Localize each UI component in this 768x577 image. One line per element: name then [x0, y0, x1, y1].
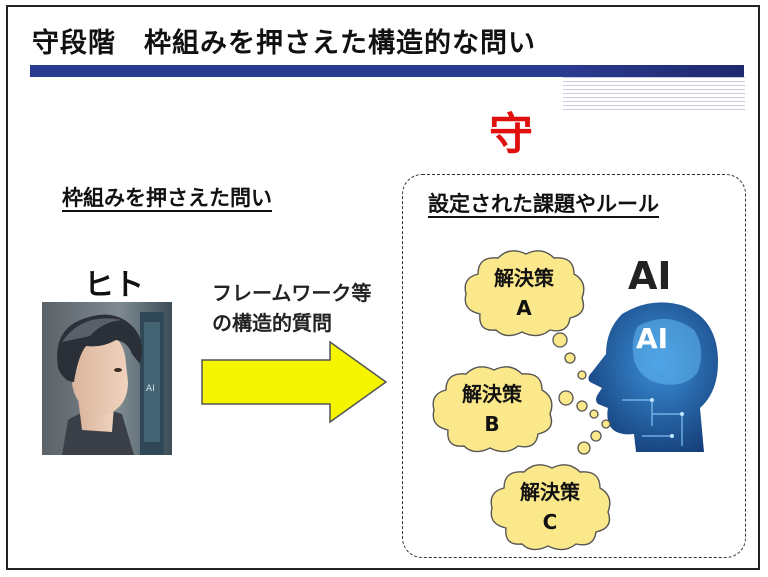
arrow-caption: フレームワーク等 の構造的質問 [212, 278, 371, 338]
cloud-a-letter: A [516, 296, 532, 320]
ai-head-icon: AI [582, 296, 722, 458]
solution-cloud-a: 解決策 A [458, 244, 590, 342]
left-heading: 枠組みを押さえた問い [62, 186, 272, 210]
shu-kanji: 守 [489, 109, 533, 160]
cloud-c-letter: C [542, 510, 558, 534]
person-photo: AI [42, 302, 172, 455]
cloud-a-title: 解決策 [494, 266, 554, 290]
right-heading: 設定された課題やルール [428, 192, 659, 216]
ai-label: AI [628, 254, 672, 298]
title-underline-bar [30, 65, 744, 77]
ai-head-label: AI [636, 322, 669, 355]
page-title: 守段階 枠組みを押さえた構造的な問い [32, 28, 536, 59]
cloud-b-title: 解決策 [462, 382, 522, 406]
slide: 守段階 枠組みを押さえた構造的な問い [6, 5, 760, 570]
cloud-c-title: 解決策 [520, 480, 580, 504]
cloud-b-letter: B [484, 412, 500, 436]
solution-cloud-c: 解決策 C [484, 458, 616, 556]
right-arrow-icon [201, 340, 388, 424]
title-stripes-decoration [563, 77, 745, 113]
photo-ai-tag: AI [146, 384, 155, 394]
ai-rules-frame [402, 174, 746, 558]
solution-cloud-b: 解決策 B [426, 360, 558, 458]
arrow-caption-line1: フレームワーク等 [212, 281, 372, 305]
arrow-caption-line2: の構造的質問 [212, 311, 332, 335]
person-label: ヒト [84, 268, 144, 303]
